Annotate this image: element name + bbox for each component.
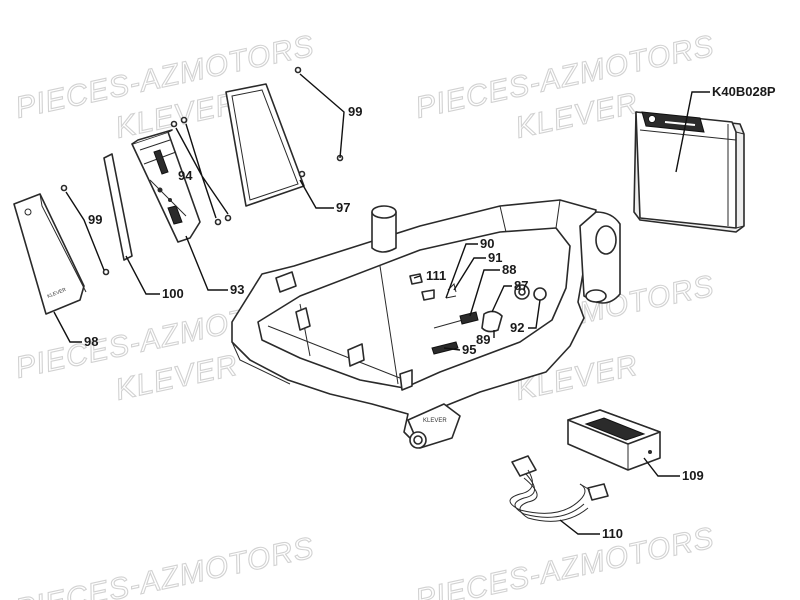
watermark-azmotors-6: PIECES-AZMOTORS [413, 521, 718, 600]
callout-93: 93 [230, 282, 244, 297]
charger-109 [567, 409, 661, 471]
trim-strip-100 [103, 153, 133, 261]
controller-93 [131, 129, 201, 243]
callout-98: 98 [84, 334, 98, 349]
battery-pack [633, 111, 745, 233]
callout-99-top: 99 [348, 104, 362, 119]
callout-k40b028p: K40B028P [712, 84, 776, 99]
callout-111: 111 [426, 268, 446, 283]
power-cable-110 [509, 455, 609, 522]
callout-110: 110 [602, 526, 623, 541]
callout-94: 94 [178, 168, 193, 183]
svg-text:KLEVER: KLEVER [423, 418, 447, 424]
callout-91: 91 [488, 250, 502, 265]
callout-labels: K40B028P 99 94 97 99 100 93 98 90 91 111… [84, 84, 776, 541]
callout-87: 87 [514, 278, 528, 293]
side-cover-97 [225, 83, 305, 207]
leader-lines [53, 73, 710, 535]
side-panel-98: KLEVER [13, 193, 87, 315]
callout-100: 100 [162, 286, 184, 301]
screws [60, 66, 344, 276]
small-fasteners [409, 273, 547, 355]
callout-92: 92 [510, 320, 524, 335]
bike-frame: KLEVER [231, 199, 621, 449]
callout-95: 95 [462, 342, 476, 357]
callout-109: 109 [682, 468, 704, 483]
callout-89: 89 [476, 332, 490, 347]
callout-97: 97 [336, 200, 350, 215]
callout-90: 90 [480, 236, 494, 251]
watermark-azmotors-5: PIECES-AZMOTORS [13, 531, 318, 600]
callout-88: 88 [502, 262, 516, 277]
callout-99-left: 99 [88, 212, 102, 227]
